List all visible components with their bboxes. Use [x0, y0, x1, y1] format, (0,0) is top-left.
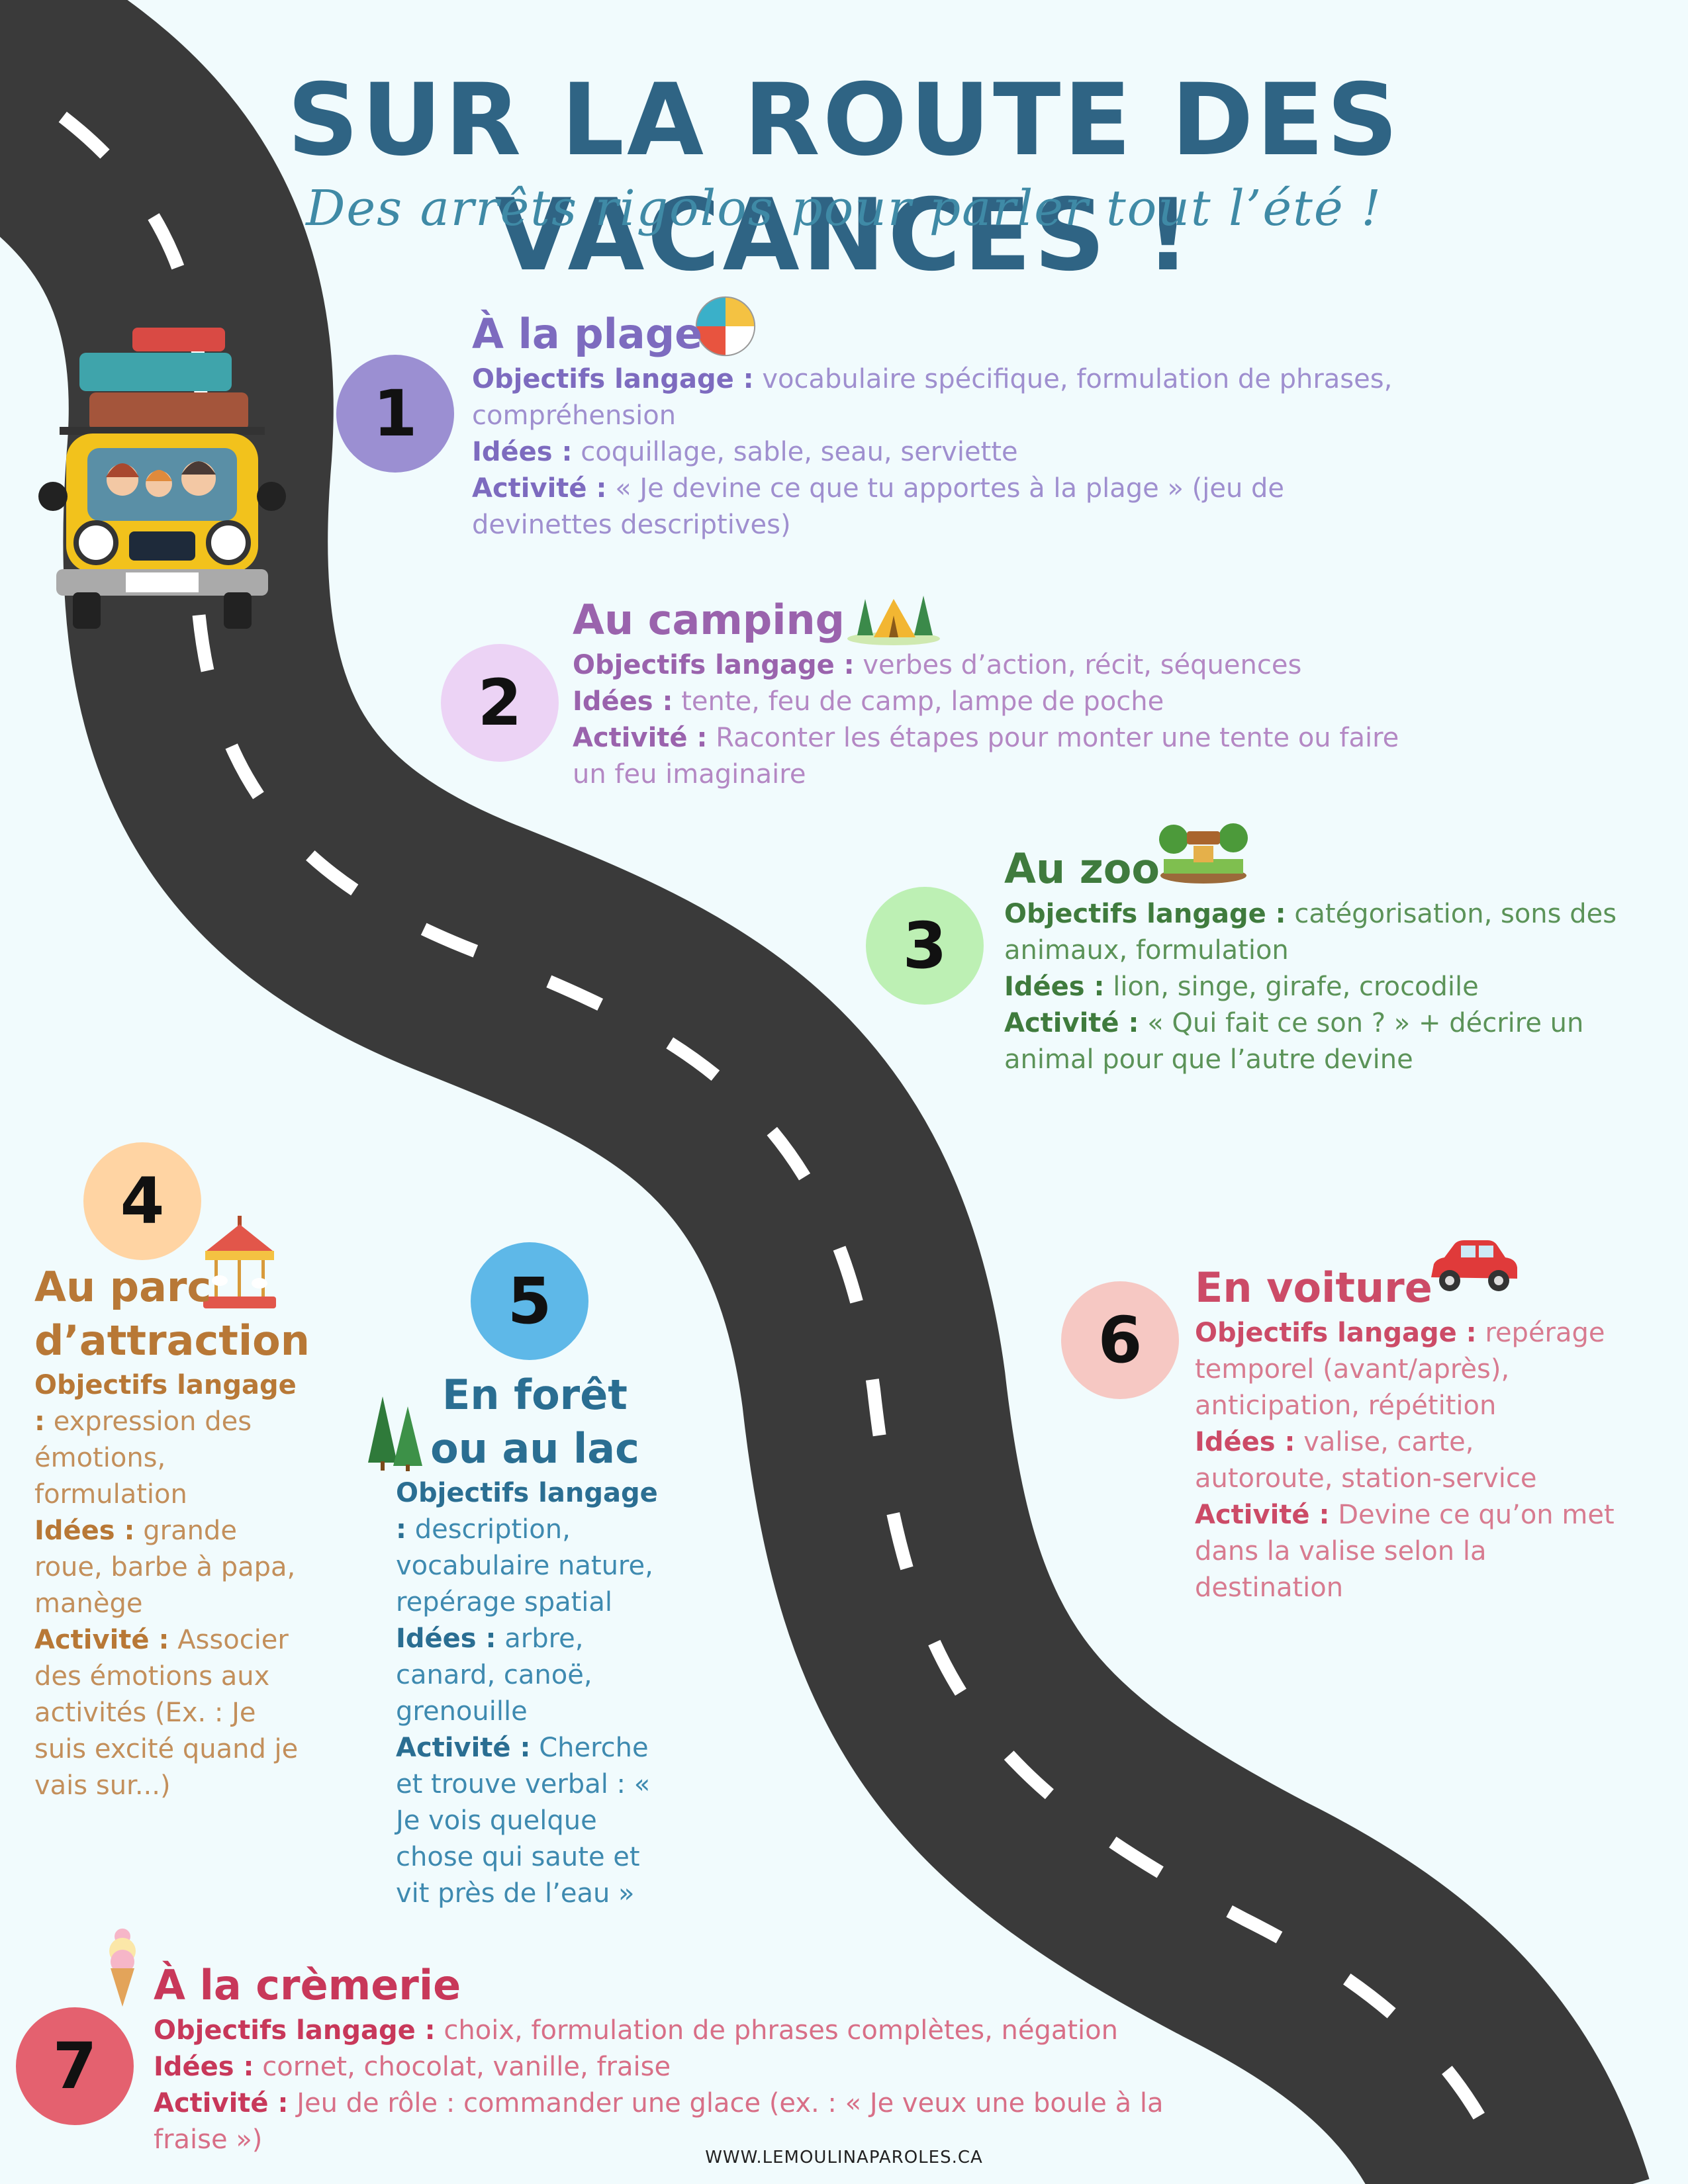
- stop-1-objectifs: vocabulaire spécifique, formulation de p…: [472, 363, 1393, 431]
- stop-3-objectifs: catégorisation, sons des animaux, formul…: [1004, 898, 1617, 966]
- field-label: Idées :: [1004, 971, 1105, 1002]
- stop-6: En voiture Objectifs langage : repérage …: [1195, 1261, 1618, 1606]
- field-label: Activité :: [472, 473, 607, 504]
- field-label: Objectifs langage :: [1195, 1317, 1477, 1348]
- field-label: Idées :: [396, 1623, 496, 1655]
- stop-1-activite: « Je devine ce que tu apportes à la plag…: [472, 473, 1285, 540]
- stop-2-idees: tente, feu de camp, lampe de poche: [681, 686, 1164, 717]
- field-label: Objectifs langage :: [396, 1478, 658, 1545]
- stop-4-title: Au parc d’attraction: [34, 1263, 310, 1365]
- stop-4-idees: grande roue, barbe à papa, manège: [34, 1516, 296, 1619]
- stop-3-title: Au zoo: [1004, 844, 1160, 893]
- stop-7-badge: 7: [16, 2007, 134, 2125]
- field-label: Objectifs langage :: [573, 649, 855, 680]
- stop-7-idees: cornet, chocolat, vanille, fraise: [262, 2051, 671, 2082]
- stop-5-activite: Cherche et trouve verbal : « Je vois que…: [396, 1733, 651, 1909]
- stop-4-badge: 4: [83, 1142, 201, 1260]
- field-label: Objectifs langage :: [1004, 898, 1286, 929]
- beach-ball-icon: [695, 296, 756, 357]
- stop-6-activite: Devine ce qu’on met dans la valise selon…: [1195, 1499, 1615, 1603]
- website-url: WWW.LEMOULINAPAROLES.CA: [705, 2148, 983, 2167]
- field-label: Activité :: [396, 1733, 531, 1764]
- stop-7-objectifs: choix, formulation de phrases complètes,…: [444, 2015, 1118, 2046]
- field-label: Idées :: [472, 436, 573, 467]
- stop-3: Au zoo Objectifs langage : catégorisatio…: [1004, 842, 1666, 1078]
- family-car-icon: [38, 328, 286, 629]
- stop-5: En forêt ou au lac Objectifs langage : d…: [396, 1369, 674, 1912]
- ice-cream-icon: [109, 1929, 136, 2007]
- stop-2: Au camping Objectifs langage : verbes d’…: [573, 594, 1433, 793]
- stop-2-objectifs: verbes d’action, récit, séquences: [863, 649, 1302, 680]
- stop-2-badge: 2: [441, 644, 559, 762]
- stop-7-activite: Jeu de rôle : commander une glace (ex. :…: [154, 2087, 1164, 2155]
- stop-7-title: À la crèmerie: [154, 1961, 461, 2009]
- stop-3-idees: lion, singe, girafe, crocodile: [1113, 971, 1479, 1002]
- field-label: Activité :: [1195, 1499, 1330, 1530]
- stop-1-title: À la plage: [472, 310, 703, 358]
- stop-4-activite: Associer des émotions aux activités (Ex.…: [34, 1625, 299, 1801]
- stop-6-title: En voiture: [1195, 1263, 1432, 1312]
- stop-3-badge: 3: [866, 887, 984, 1005]
- field-label: Idées :: [34, 1516, 135, 1547]
- stop-5-idees: arbre, canard, canoë, grenouille: [396, 1623, 592, 1727]
- carousel-icon: [203, 1216, 276, 1308]
- field-label: Idées :: [1195, 1426, 1295, 1457]
- field-label: Idées :: [573, 686, 673, 717]
- page-subtitle: Des arrêts rigolos pour parler tout l’ét…: [306, 180, 1382, 237]
- stop-6-objectifs: repérage temporel (avant/après), anticip…: [1195, 1317, 1605, 1421]
- field-label: Objectifs langage :: [34, 1370, 297, 1437]
- field-label: Activité :: [154, 2087, 289, 2118]
- stop-6-badge: 6: [1061, 1281, 1179, 1399]
- stop-4: Au parc d’attraction Objectifs langage :…: [34, 1261, 312, 1804]
- stop-1: À la plage Objectifs langage : vocabulai…: [472, 308, 1399, 543]
- red-car-icon: [1431, 1240, 1517, 1291]
- stop-4-objectifs: expression des émotions, formulation: [34, 1406, 252, 1510]
- stop-6-idees: valise, carte, autoroute, station-servic…: [1195, 1426, 1537, 1494]
- tent-icon: [847, 596, 940, 645]
- stop-5-objectifs: description, vocabulaire nature, repérag…: [396, 1514, 653, 1618]
- page-title: SUR LA ROUTE DES VACANCES !: [287, 63, 1401, 293]
- zoo-icon: [1159, 823, 1248, 884]
- field-label: Activité :: [34, 1625, 169, 1656]
- stop-2-title: Au camping: [573, 596, 845, 644]
- stop-5-badge: 5: [471, 1242, 588, 1360]
- stop-2-activite: Raconter les étapes pour monter une tent…: [573, 722, 1399, 790]
- stop-5-title: En forêt ou au lac: [430, 1371, 639, 1473]
- field-label: Idées :: [154, 2051, 254, 2082]
- stop-1-idees: coquillage, sable, seau, serviette: [581, 436, 1018, 467]
- pine-trees-icon: [368, 1396, 422, 1471]
- stop-1-badge: 1: [336, 355, 454, 473]
- stop-7: À la crèmerie Objectifs langage : choix,…: [154, 1959, 1180, 2158]
- field-label: Activité :: [573, 722, 708, 753]
- field-label: Objectifs langage :: [154, 2015, 436, 2046]
- stop-3-activite: « Qui fait ce son ? » + décrire un anima…: [1004, 1007, 1584, 1075]
- field-label: Objectifs langage :: [472, 363, 754, 394]
- field-label: Activité :: [1004, 1007, 1139, 1038]
